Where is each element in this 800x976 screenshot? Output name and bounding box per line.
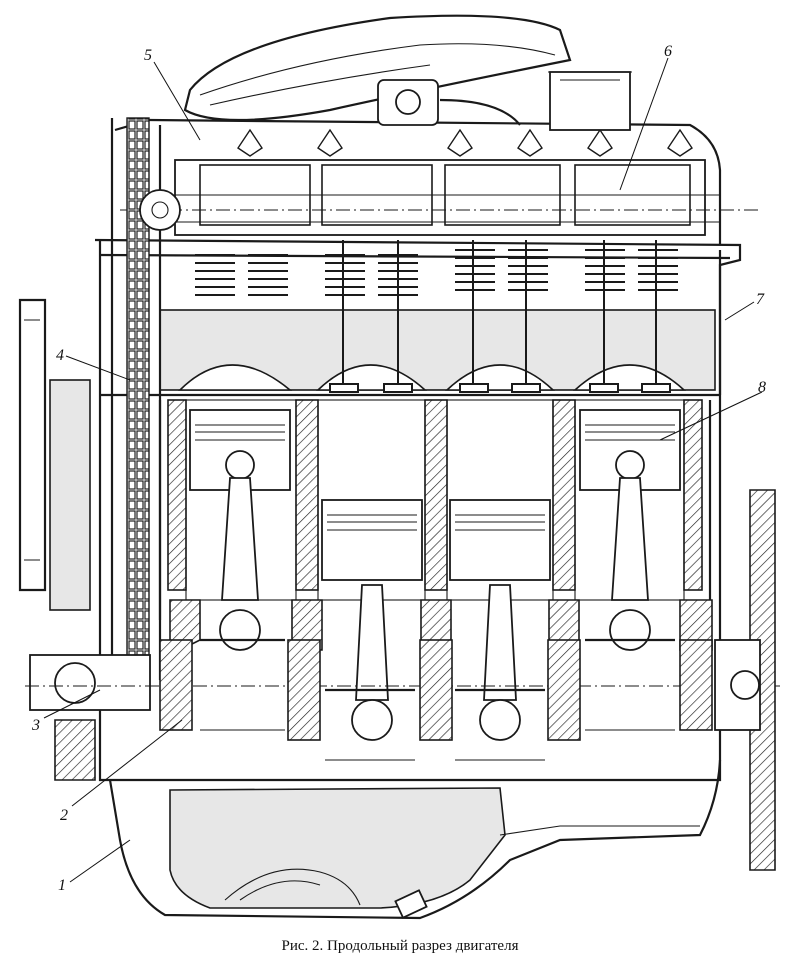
callout-3: 3	[31, 717, 40, 734]
callout-5: 5	[144, 47, 152, 64]
flywheel	[714, 489, 776, 871]
callout-4: 4	[56, 347, 64, 364]
camshaft-sprocket	[139, 189, 181, 231]
figure-caption: Рис. 2. Продольный разрез двигателя	[281, 938, 519, 954]
cylinder-head	[94, 238, 742, 395]
crankshaft	[25, 638, 780, 761]
crankshaft-pulley-hub	[54, 662, 96, 704]
front-pulley-fan	[18, 298, 151, 781]
callout-7: 7	[756, 291, 765, 308]
oil-filler-neck	[549, 71, 631, 131]
oil-pan	[108, 759, 722, 920]
valves	[329, 240, 671, 393]
callout-1: 1	[58, 877, 66, 894]
timing-chain	[110, 117, 181, 680]
callout-8: 8	[758, 379, 766, 396]
camshaft-housing	[114, 118, 760, 245]
oil-drain-plug	[394, 889, 428, 919]
pistons	[189, 409, 681, 581]
callout-2: 2	[60, 807, 68, 824]
callout-leaders	[43, 57, 763, 883]
air-filter-housing	[183, 14, 632, 131]
callout-6: 6	[664, 43, 672, 60]
